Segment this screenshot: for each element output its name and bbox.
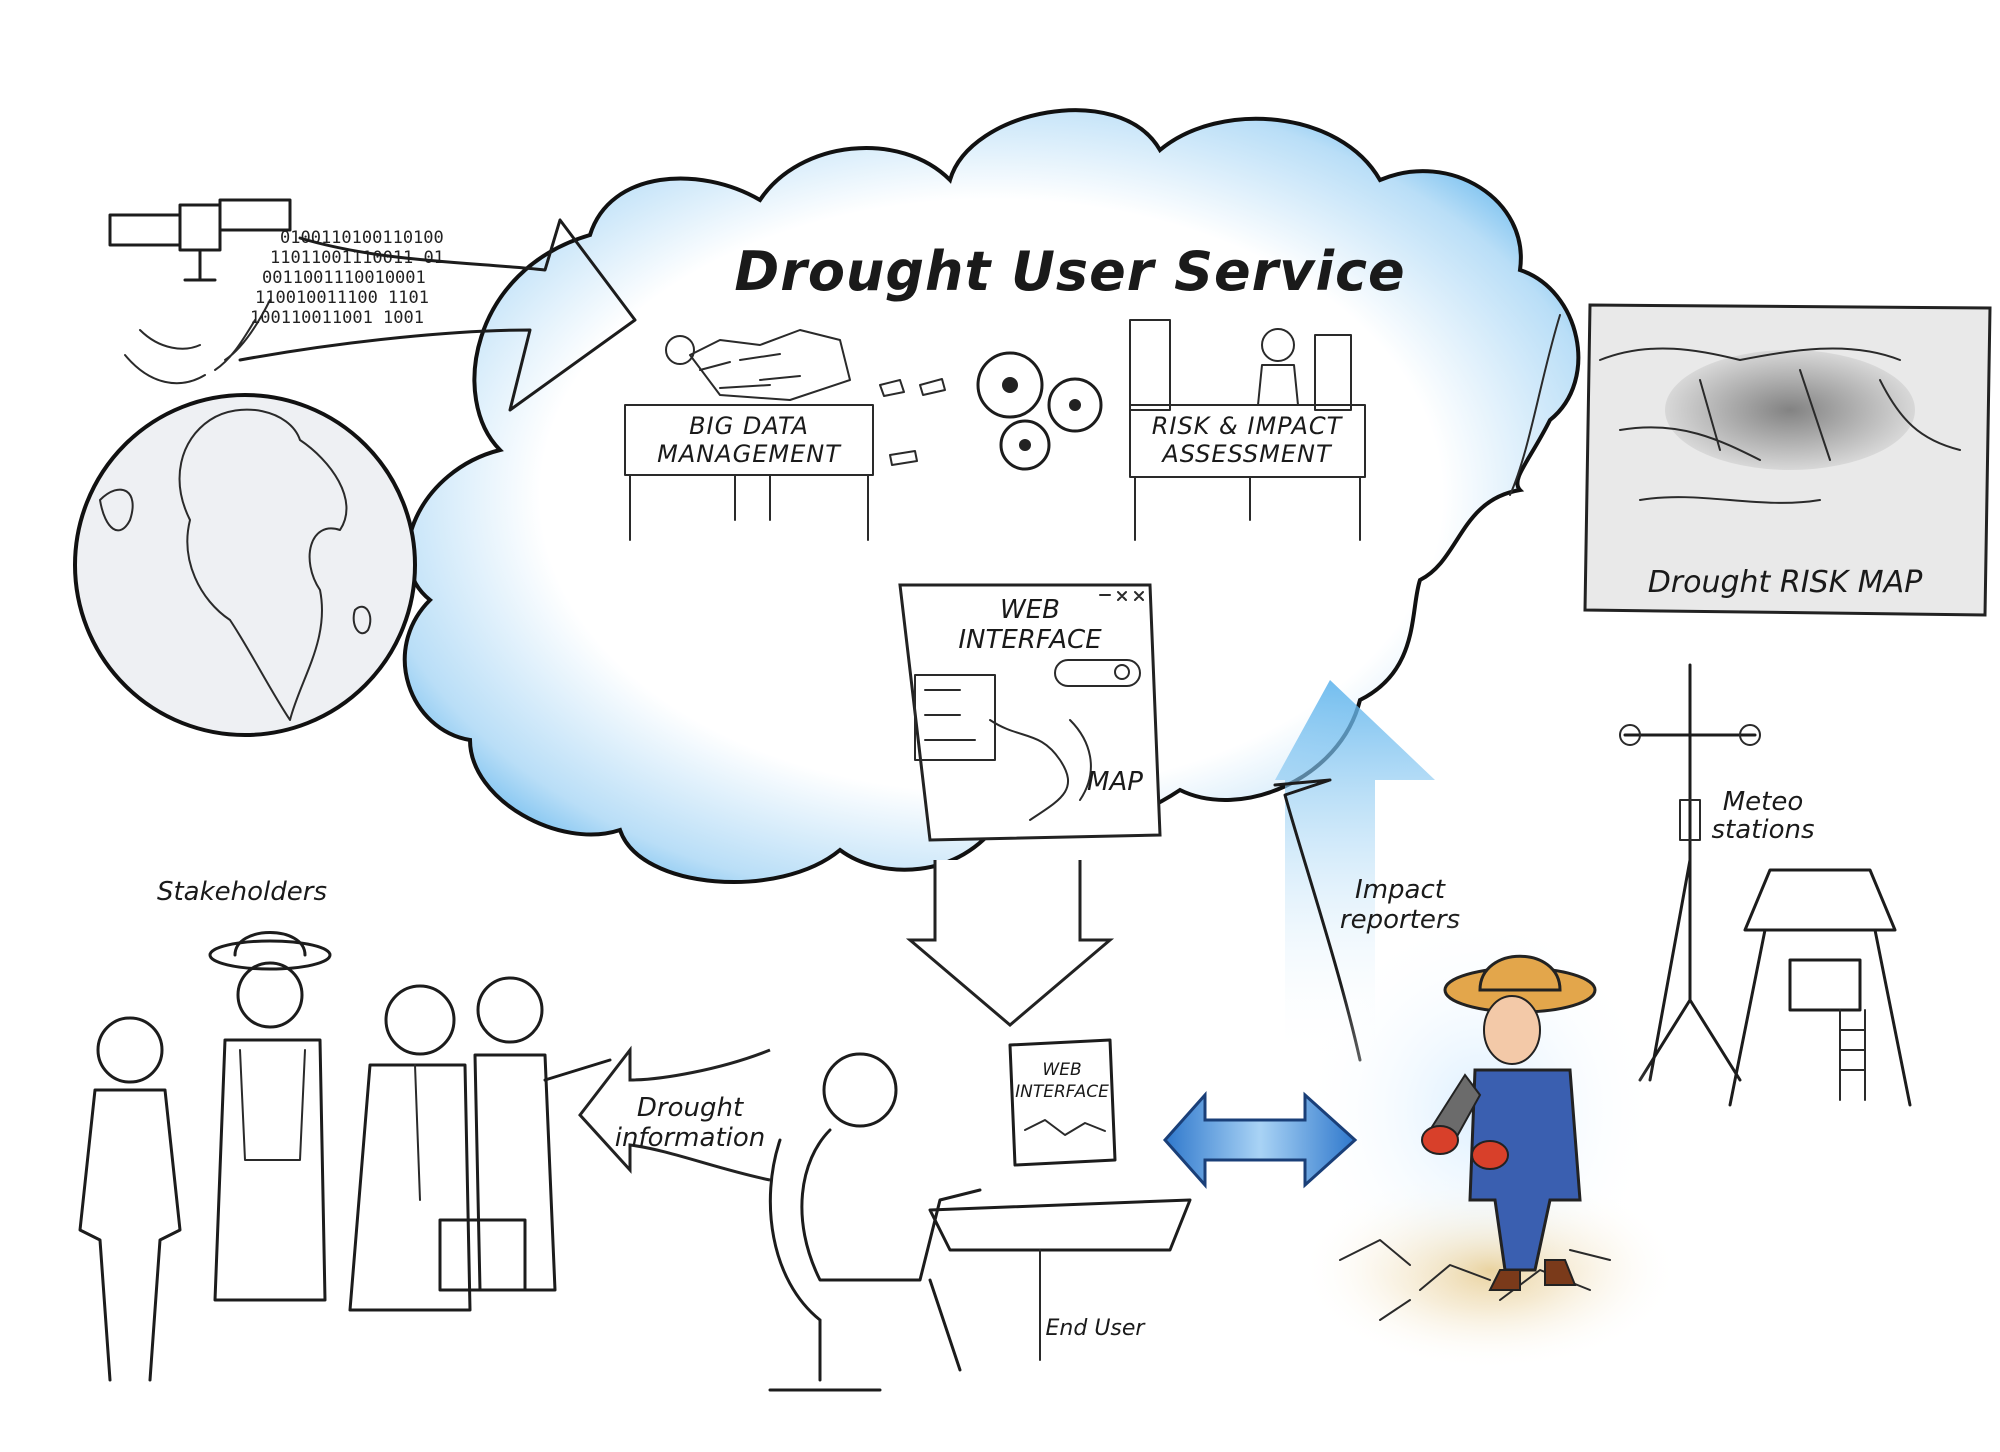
stakeholders-group bbox=[78, 931, 612, 1382]
briefcase bbox=[438, 1218, 527, 1292]
impact-reporter-farmer bbox=[1300, 910, 1680, 1370]
drought-info-label-1: Drought bbox=[637, 1093, 744, 1123]
earth-globe bbox=[73, 393, 417, 737]
map-label: MAP bbox=[1087, 767, 1143, 797]
processing-gears bbox=[879, 351, 1103, 471]
search-icon bbox=[1114, 664, 1130, 680]
risk-label-1: RISK & IMPACT bbox=[1152, 412, 1344, 440]
impact-label-1: Impact bbox=[1355, 875, 1446, 905]
web-interface-window: WEB INTERFACE MAP bbox=[898, 583, 1162, 842]
risk-map-caption: Drought RISK MAP bbox=[1648, 565, 1924, 600]
big-data-desk: BIG DATA MANAGEMENT bbox=[624, 329, 874, 541]
meteo-label-2: stations bbox=[1711, 815, 1814, 845]
meteo-label-1: Meteo bbox=[1723, 787, 1804, 817]
drought-info-label-2: information bbox=[615, 1123, 766, 1153]
sidebar-sketch bbox=[914, 674, 996, 761]
screen-label-2: INTERFACE bbox=[1015, 1082, 1109, 1102]
service-title: Drought User Service bbox=[734, 240, 1405, 303]
cloud-shape bbox=[402, 108, 1581, 884]
screen-label-1: WEB bbox=[1042, 1060, 1081, 1080]
binary-row: 11011001110011 01 bbox=[270, 248, 444, 268]
data-arrow bbox=[238, 218, 637, 412]
binary-row: 110010011100 1101 bbox=[255, 288, 429, 308]
search-field-sketch bbox=[1054, 659, 1141, 687]
drought-info-arrow bbox=[578, 1045, 771, 1182]
web-interface-label-1: WEB bbox=[1000, 595, 1060, 625]
impact-up-arrow bbox=[1275, 680, 1435, 1060]
big-data-label-1: BIG DATA bbox=[689, 412, 809, 440]
drought-risk-map: Drought RISK MAP bbox=[1509, 303, 1992, 617]
binary-data-stream: 0100110100110100 11011001110011 01 00110… bbox=[238, 218, 637, 412]
stakeholders-label: Stakeholders bbox=[157, 877, 327, 907]
binary-row: 0011001110010001 bbox=[262, 268, 426, 288]
big-data-label-2: MANAGEMENT bbox=[657, 440, 842, 468]
risk-assessment-desk: RISK & IMPACT ASSESSMENT bbox=[1129, 319, 1366, 541]
web-interface-label-2: INTERFACE bbox=[958, 625, 1102, 655]
end-user-label: End User bbox=[1046, 1316, 1147, 1341]
meteo-station: Meteo stations bbox=[1619, 663, 1912, 1107]
binary-row: 100110011001 1001 bbox=[250, 308, 424, 328]
risk-label-2: ASSESSMENT bbox=[1160, 440, 1333, 468]
down-arrow bbox=[905, 860, 1115, 1027]
double-arrow bbox=[1162, 1091, 1358, 1189]
satellite bbox=[108, 198, 292, 385]
end-user-at-computer: WEB INTERFACE bbox=[768, 1038, 1192, 1392]
